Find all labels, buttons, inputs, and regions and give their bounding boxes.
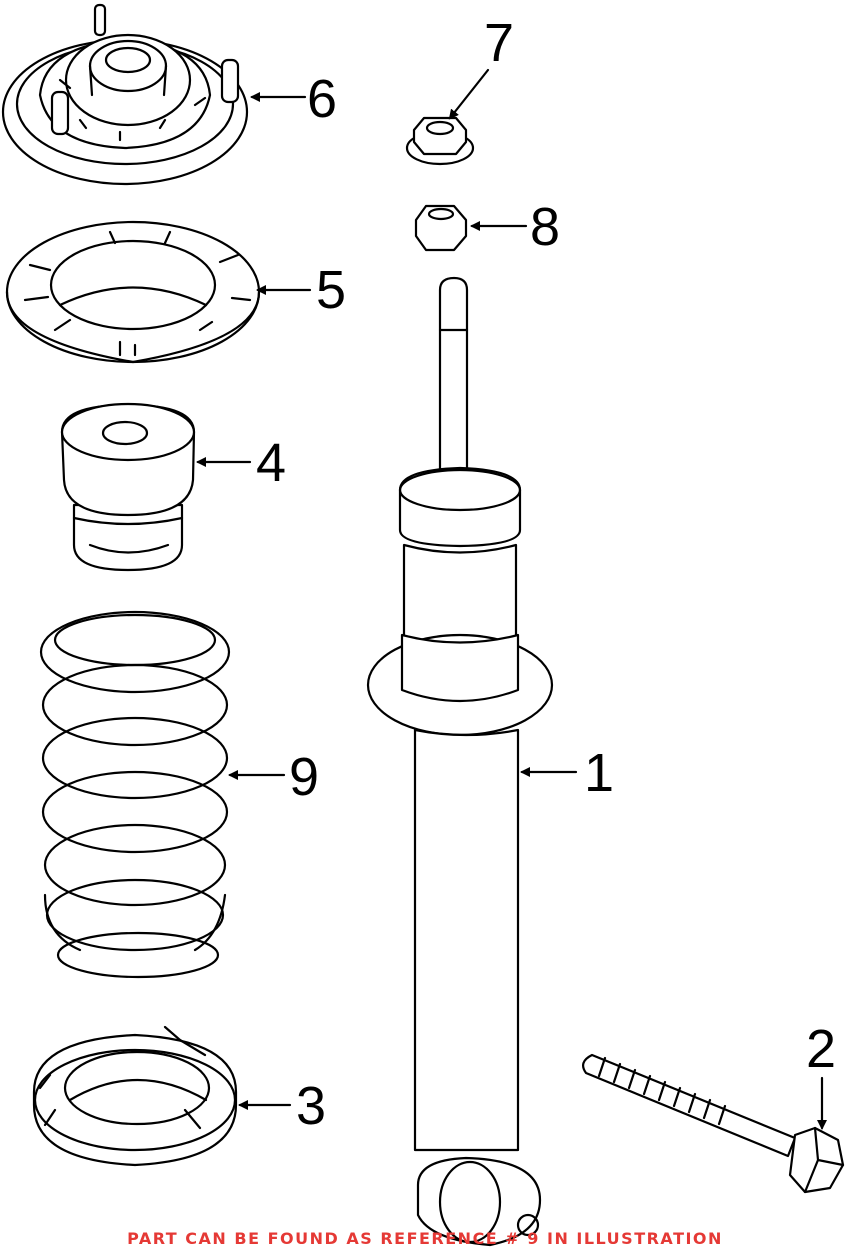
coil-spring-part-9 xyxy=(39,610,231,979)
flange-nut-part-7 xyxy=(405,116,475,166)
upper-mount-part-6 xyxy=(1,3,249,186)
label-part-6: 6 xyxy=(307,69,338,129)
label-part-1: 1 xyxy=(584,743,615,803)
label-part-3: 3 xyxy=(296,1076,327,1136)
bolt-part-2 xyxy=(582,1053,845,1194)
label-part-5: 5 xyxy=(316,260,347,320)
label-part-4: 4 xyxy=(256,433,287,493)
lower-spring-seat-part-3 xyxy=(32,1025,238,1167)
nut-part-8 xyxy=(414,204,468,252)
arrow-part-7 xyxy=(448,68,490,120)
spring-insulator-part-5 xyxy=(5,220,261,364)
label-part-8: 8 xyxy=(530,197,561,257)
bump-stop-part-4 xyxy=(60,402,196,572)
leader-arrows xyxy=(196,68,827,1130)
label-part-7: 7 xyxy=(484,13,515,73)
label-part-9: 9 xyxy=(289,747,320,807)
shock-absorber-part-1 xyxy=(366,276,554,1247)
label-part-2: 2 xyxy=(806,1019,837,1079)
reference-note: PART CAN BE FOUND AS REFERENCE # 9 IN IL… xyxy=(127,1229,723,1248)
